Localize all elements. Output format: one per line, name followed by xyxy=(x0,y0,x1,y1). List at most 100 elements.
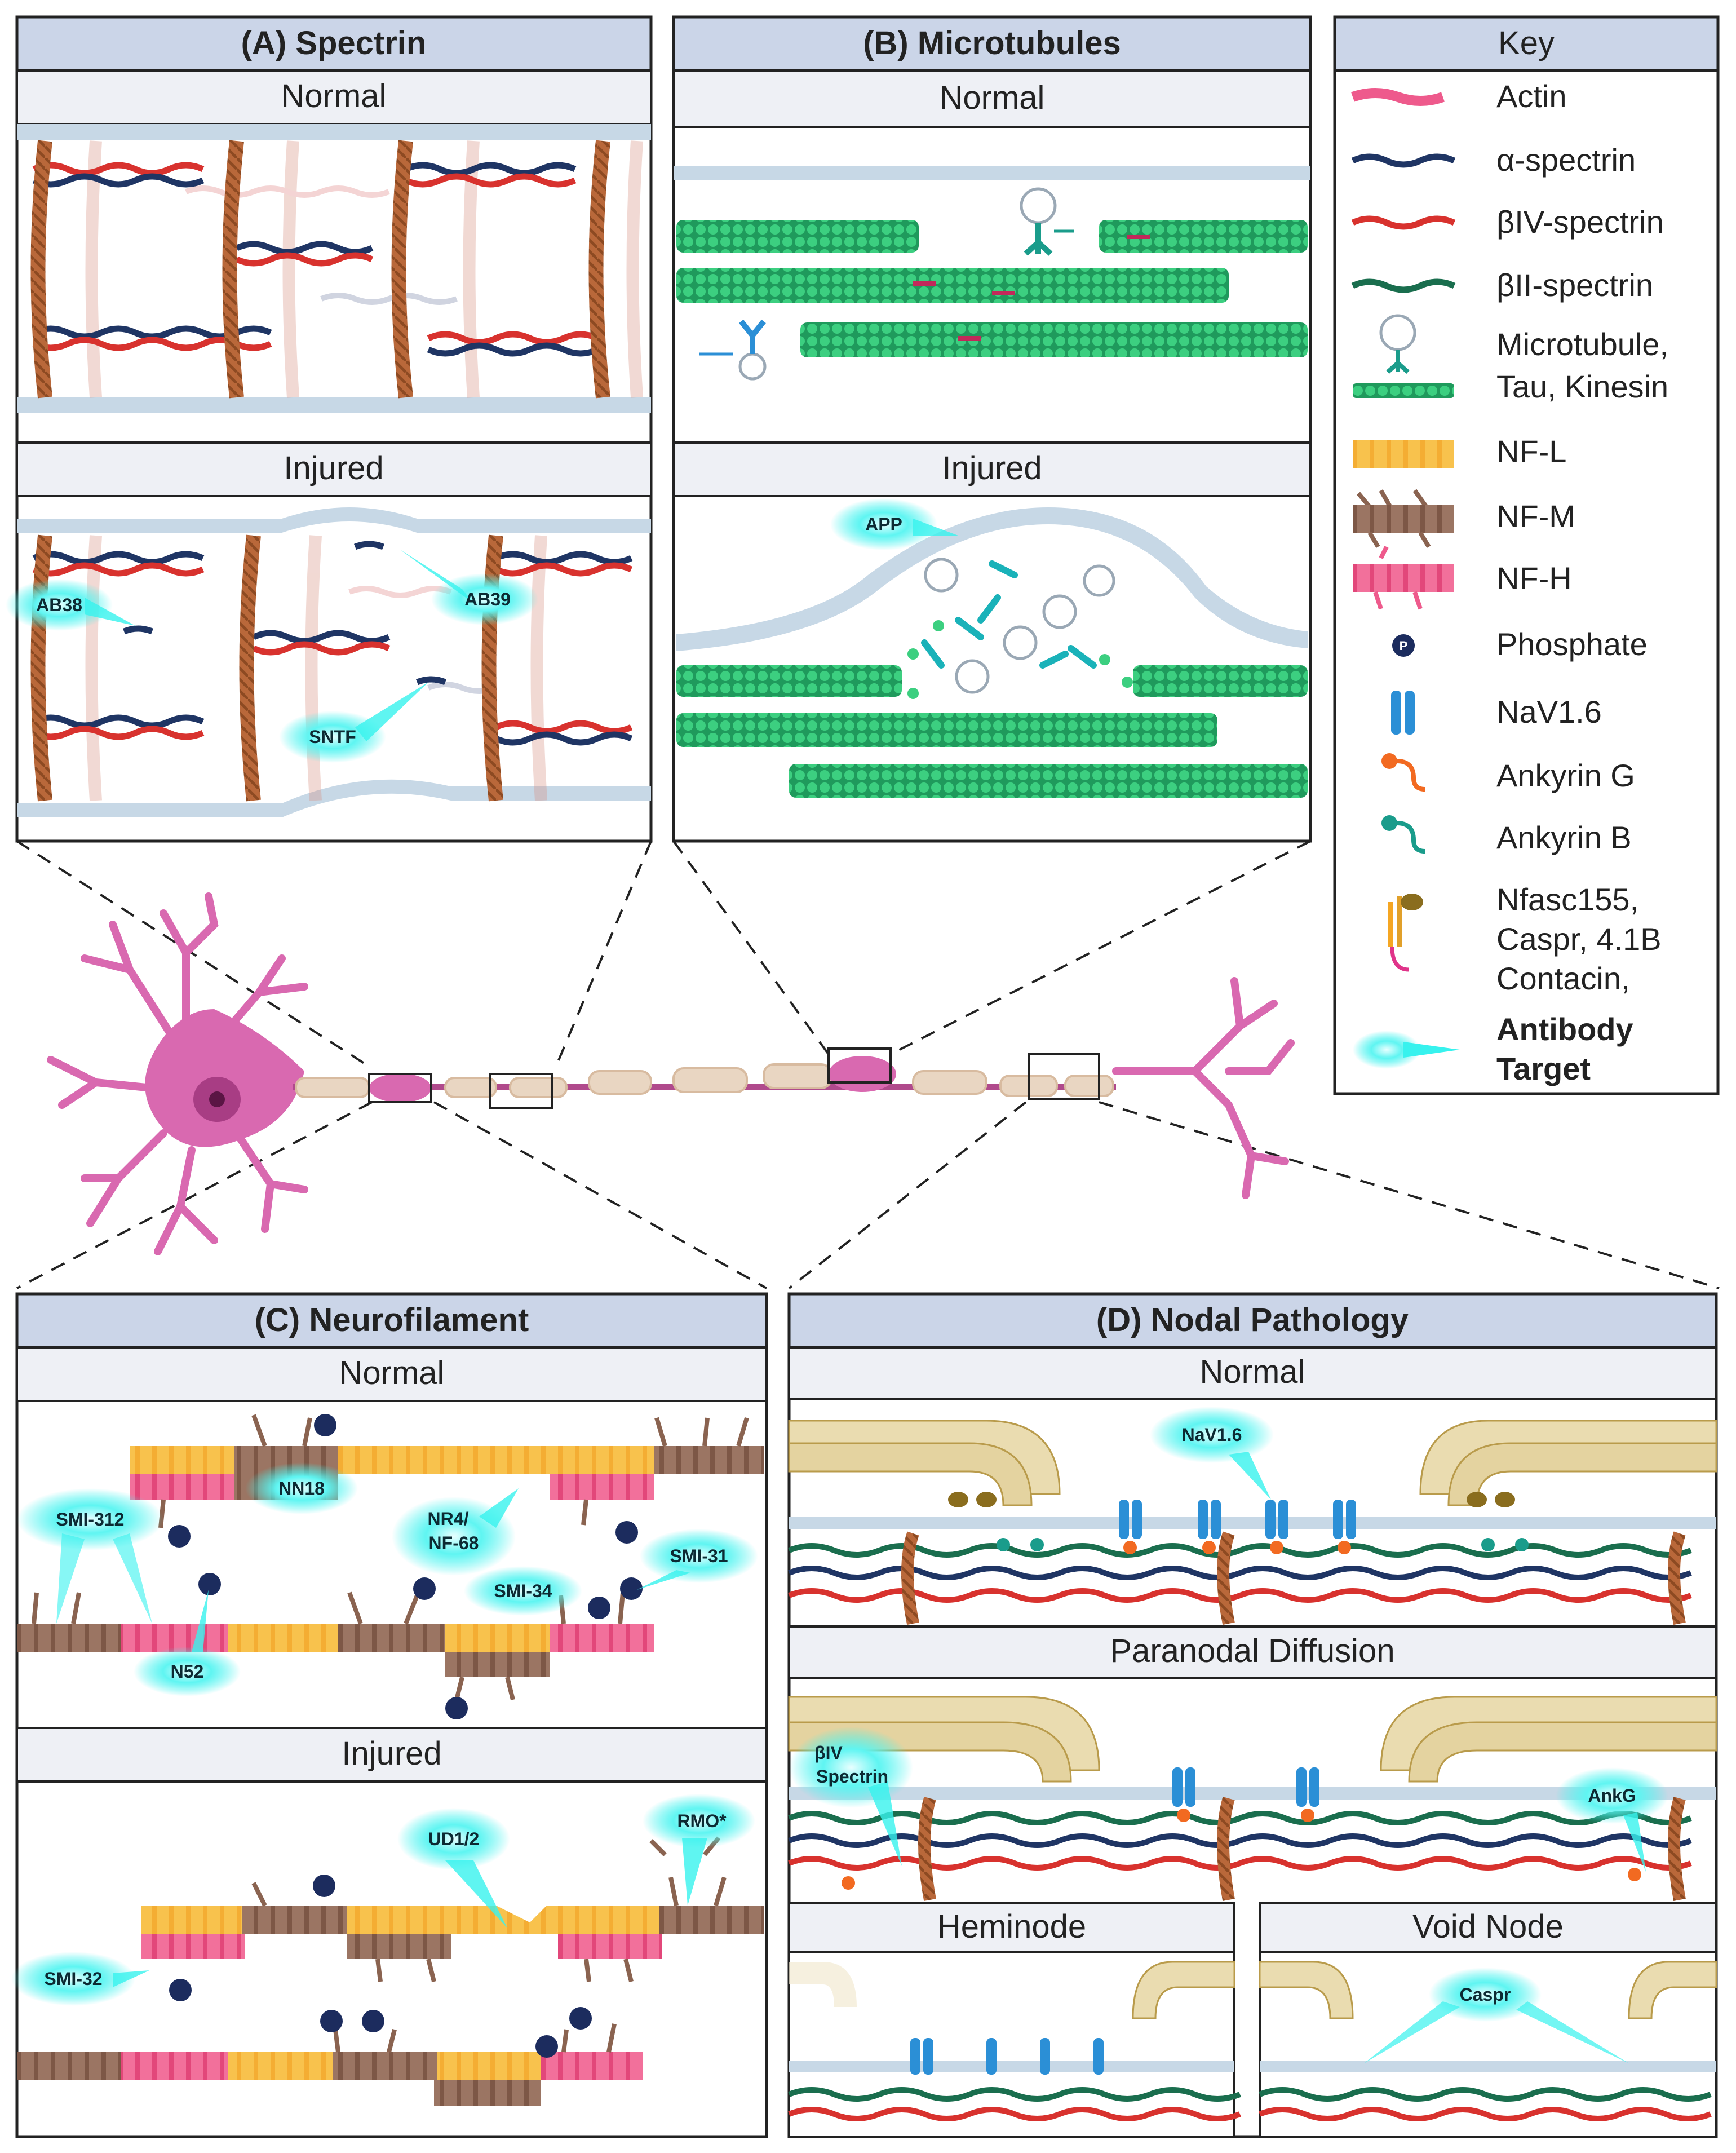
panel-nodal-pathology: (D) Nodal Pathology Normal xyxy=(787,1292,1718,2138)
panel-microtubules: (B) Microtubules Normal Injured xyxy=(672,15,1312,843)
key-label-ankyrin-b: Ankyrin B xyxy=(1496,820,1632,855)
panel-c-title: (C) Neurofilament xyxy=(255,1302,529,1338)
nf-h-icon xyxy=(1353,546,1454,610)
svg-text:βIV: βIV xyxy=(814,1743,843,1763)
key-label-microtubule: Microtubule, xyxy=(1496,326,1668,362)
microtubules-injured-scene xyxy=(676,507,1308,798)
svg-text:N52: N52 xyxy=(171,1661,204,1682)
panel-d-void-label: Void Node xyxy=(1412,1908,1564,1945)
antibody-target-caspr: Caspr xyxy=(1364,1968,1629,2063)
antibody-target-rmo: RMO* xyxy=(643,1794,755,1906)
key-label-nf-l: NF-L xyxy=(1496,434,1566,469)
dendrites xyxy=(47,892,1295,1255)
alpha-spectrin-icon xyxy=(1351,153,1456,168)
key-label-nf-m: NF-M xyxy=(1496,498,1575,534)
key-label-nav16: NaV1.6 xyxy=(1496,694,1602,730)
antibody-target-nn18: NN18 xyxy=(245,1462,358,1514)
antibody-target-smi312: SMI-312 xyxy=(17,1488,163,1624)
paranodal-complex-icon xyxy=(1388,894,1423,972)
key-label-target: Target xyxy=(1496,1051,1591,1086)
svg-text:SNTF: SNTF xyxy=(309,727,356,747)
nf-l-icon xyxy=(1353,440,1454,468)
beta4-spectrin-icon xyxy=(1351,215,1456,230)
svg-text:NR4/: NR4/ xyxy=(428,1509,469,1529)
svg-text:NF-68: NF-68 xyxy=(429,1533,479,1553)
svg-text:AB39: AB39 xyxy=(464,589,511,609)
key-label-alpha-spectrin: α-spectrin xyxy=(1496,142,1636,178)
microtubules-normal-scene xyxy=(674,166,1310,381)
key-label-beta2-spectrin: βII-spectrin xyxy=(1496,267,1653,303)
svg-text:AB38: AB38 xyxy=(36,595,82,615)
key-title: Key xyxy=(1498,25,1555,61)
antibody-target-smi34: SMI-34 xyxy=(464,1566,582,1616)
beta2-spectrin-icon xyxy=(1351,278,1456,293)
microtubule-tau-kinesin-icon xyxy=(1353,314,1454,398)
panel-b-title: (B) Microtubules xyxy=(863,25,1121,61)
panel-b-normal-label: Normal xyxy=(940,79,1045,116)
ankyrin-g-icon xyxy=(1381,753,1425,792)
phosphate-icon: P xyxy=(1392,634,1415,657)
antibody-target-icon xyxy=(1353,1031,1460,1069)
antibody-target-smi32: SMI-32 xyxy=(11,1952,149,2006)
key-label-nfasc155: Nfasc155, xyxy=(1496,882,1638,917)
panel-d-title: (D) Nodal Pathology xyxy=(1096,1302,1409,1338)
svg-text:NaV1.6: NaV1.6 xyxy=(1182,1425,1242,1445)
svg-text:UD1/2: UD1/2 xyxy=(428,1829,480,1849)
panel-c-injured-label: Injured xyxy=(342,1735,441,1772)
key-label-actin: Actin xyxy=(1496,78,1567,114)
antibody-target-ankg: AnkG xyxy=(1556,1767,1668,1872)
nodal-heminode-scene xyxy=(788,1961,1241,2121)
ankyrin-b-icon xyxy=(1381,815,1425,854)
svg-text:P: P xyxy=(1400,639,1408,653)
antibody-target-nav16: NaV1.6 xyxy=(1150,1407,1274,1500)
antibody-target-n52: N52 xyxy=(134,1590,241,1696)
key-label-tau-kinesin: Tau, Kinesin xyxy=(1496,369,1668,404)
key-label-contacin: Contacin, xyxy=(1496,961,1630,996)
key-label-ankyrin-g: Ankyrin G xyxy=(1496,758,1635,793)
panel-a-normal-label: Normal xyxy=(281,78,387,114)
antibody-target-nr4: NR4/ NF-68 xyxy=(392,1488,519,1576)
nf-m-icon xyxy=(1353,489,1454,549)
nodal-paranodal-scene xyxy=(788,1696,1717,1901)
svg-text:SMI-34: SMI-34 xyxy=(494,1581,552,1601)
zoom-guide-lines xyxy=(16,840,1720,1289)
antibody-target-smi31: SMI-31 xyxy=(637,1529,758,1590)
key-panel: Key P xyxy=(1333,15,1720,1095)
svg-text:APP: APP xyxy=(865,514,902,534)
panel-d-heminode-label: Heminode xyxy=(937,1908,1086,1945)
panel-c-normal-label: Normal xyxy=(339,1355,445,1391)
antibody-target-biv-spectrin: βIV Spectrin xyxy=(789,1727,913,1866)
antibody-target-ab39: AB39 xyxy=(400,550,538,625)
svg-text:Caspr: Caspr xyxy=(1460,1984,1511,2005)
key-label-phosphate: Phosphate xyxy=(1496,626,1648,662)
neuron-illustration xyxy=(16,840,1720,1289)
panel-a-injured-label: Injured xyxy=(284,450,383,487)
neurofilament-normal-scene xyxy=(17,1414,764,1700)
svg-text:SMI-32: SMI-32 xyxy=(44,1969,102,1989)
antibody-target-ab38: AB38 xyxy=(6,579,135,631)
svg-text:Spectrin: Spectrin xyxy=(816,1766,888,1787)
svg-text:NN18: NN18 xyxy=(278,1478,325,1498)
panel-d-normal-label: Normal xyxy=(1200,1354,1305,1390)
panel-spectrin: (A) Spectrin Normal xyxy=(6,15,653,843)
antibody-target-ud12: UD1/2 xyxy=(397,1808,510,1928)
antibody-target-app: APP xyxy=(830,498,958,550)
antibody-target-sntf: SNTF xyxy=(279,682,428,763)
phosphate-groups-injured xyxy=(169,1875,592,2058)
key-label-caspr: Caspr, 4.1B xyxy=(1496,921,1662,957)
neurofilament-injured-scene xyxy=(17,1836,764,2106)
key-label-antibody: Antibody xyxy=(1496,1011,1633,1047)
panel-d-paranodal-label: Paranodal Diffusion xyxy=(1110,1633,1394,1669)
key-label-nf-h: NF-H xyxy=(1496,560,1572,596)
panel-neurofilament: (C) Neurofilament Normal xyxy=(11,1292,768,2138)
nodal-void-scene xyxy=(1259,1961,1717,2121)
svg-text:AnkG: AnkG xyxy=(1588,1785,1636,1806)
panel-b-injured-label: Injured xyxy=(942,450,1042,487)
svg-text:SMI-31: SMI-31 xyxy=(670,1546,728,1566)
svg-text:SMI-312: SMI-312 xyxy=(56,1509,125,1529)
svg-text:RMO*: RMO* xyxy=(677,1811,727,1831)
spectrin-normal-scene xyxy=(17,124,651,413)
key-label-beta4-spectrin: βIV-spectrin xyxy=(1496,204,1664,240)
actin-icon xyxy=(1351,88,1445,106)
phosphate-groups-normal xyxy=(168,1414,643,1719)
